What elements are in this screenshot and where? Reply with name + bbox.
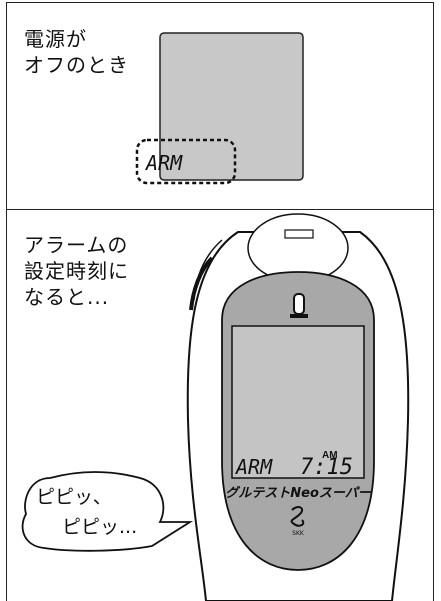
caption-line: 電源が [24,27,87,51]
bubble-line: ピピッ... [62,516,138,538]
maker-label: SKK [292,530,305,537]
lcd-screen-off [159,32,304,181]
highlight-box [135,138,237,185]
lcd-arm-text: ARM [144,151,183,175]
caption-line: アラームの [24,233,129,257]
glucose-meter: AM ARM 7:15 グルテストNeoスーパー SKK [186,213,410,601]
caption-power-off: 電源がオフのとき [24,26,129,78]
strip-port-icon [290,293,308,318]
speech-bubble [21,471,194,552]
caption-line: オフのとき [24,53,129,77]
panel-alarm-time [6,209,434,601]
lcd-arm-label: ARM [234,455,273,479]
caption-line: 設定時刻に [24,259,129,283]
lcd-time: 7:15 [300,455,353,480]
caption-line: なると... [24,285,110,309]
brand-name: グルテストNeoスーパー [225,485,371,501]
skk-logo-icon [290,506,305,527]
lcd-screen [231,325,365,479]
ampm-label: AM [322,450,338,461]
bubble-text: ピピッ、ピピッ... [36,482,137,542]
bubble-line: ピピッ、 [36,486,112,508]
caption-alarm: アラームの設定時刻になると... [24,232,129,310]
